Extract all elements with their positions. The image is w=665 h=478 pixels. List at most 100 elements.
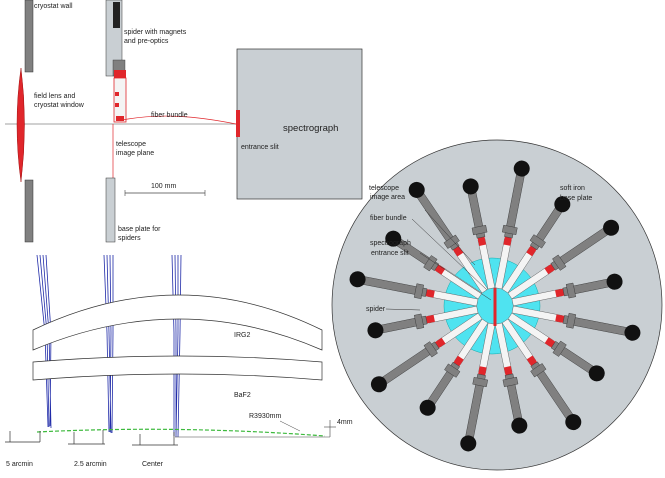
telescope-image-area xyxy=(443,257,541,355)
spider-lens xyxy=(477,236,487,246)
spider-arm xyxy=(507,312,605,382)
spider-clamp xyxy=(552,340,567,357)
spider-arm xyxy=(501,318,582,431)
spider-clamp xyxy=(423,255,438,272)
label-base-plate: base plate for xyxy=(118,226,161,233)
label-cryostat-wall: cryostat wall xyxy=(34,3,73,10)
spider-lens xyxy=(452,246,464,257)
label-cryostat-window: cryostat window xyxy=(34,102,85,109)
spider-arm xyxy=(460,322,496,452)
label-irg2: IRG2 xyxy=(234,332,250,339)
label-fiber-bundle-disk: fiber bundle xyxy=(370,215,407,222)
label-field-25: 2.5 arcmin xyxy=(74,461,107,468)
spider-lens xyxy=(425,314,435,324)
spider-arm xyxy=(462,178,496,290)
spider-arm xyxy=(408,181,489,294)
spider-lens xyxy=(555,314,565,323)
focal-surface xyxy=(36,428,326,437)
spider-arm xyxy=(385,230,483,300)
spider-lens xyxy=(453,355,464,367)
label-spectrograph: spectrograph xyxy=(283,123,338,134)
label-image-plane: image plane xyxy=(116,150,154,157)
field-lens xyxy=(16,67,25,183)
spider-clamp xyxy=(472,377,488,388)
fiber-bundle xyxy=(121,115,237,125)
ray-fans xyxy=(36,254,182,438)
spider-clamp xyxy=(413,313,425,330)
pre-optics-lens-1 xyxy=(115,92,119,96)
spider-arm xyxy=(349,271,479,307)
spider-magnet xyxy=(554,196,571,213)
spiders xyxy=(349,160,641,452)
spider-lens xyxy=(434,264,446,275)
spider-arm xyxy=(511,305,641,341)
spider-magnet xyxy=(588,365,605,382)
spider-magnet xyxy=(603,219,620,236)
spider-lens xyxy=(526,355,538,366)
label-baf2: BaF2 xyxy=(234,392,251,399)
spider-clamp xyxy=(530,363,547,378)
spider-arm xyxy=(501,196,571,294)
label-spider-magnets: spider with magnets xyxy=(124,29,187,36)
spectrograph-box xyxy=(236,48,363,200)
spider-magnet xyxy=(513,160,530,177)
spider-magnet xyxy=(511,417,528,434)
label-field-5: 5 arcmin xyxy=(6,461,33,468)
spider-clamp xyxy=(552,254,567,271)
field-markers xyxy=(5,430,178,446)
spider-clamp xyxy=(502,224,518,235)
spider-arm xyxy=(419,318,489,416)
lens-baf2 xyxy=(32,355,323,381)
label-telescope-area: telescope xyxy=(369,185,399,192)
side-view-panel: cryostat wall spider with magnets and pr… xyxy=(5,0,363,243)
spider-clamp xyxy=(444,363,461,378)
spider-magnet xyxy=(624,324,641,341)
label-entrance-slit: entrance slit xyxy=(241,144,279,151)
spider-magnet xyxy=(606,273,623,290)
spider-magnet xyxy=(349,271,366,288)
label-telescope: telescope xyxy=(116,141,146,148)
label-scale-bar: 100 mm xyxy=(151,183,176,190)
label-soft-iron: soft iron xyxy=(560,185,585,192)
label-spider-preoptics: and pre-optics xyxy=(124,38,169,45)
spider-arm xyxy=(494,160,530,290)
spider-clamp xyxy=(502,376,519,388)
pre-optics-body xyxy=(113,77,127,123)
label-radius: R3930mm xyxy=(249,413,281,420)
spider-arm xyxy=(507,219,620,300)
label-sag: 4mm xyxy=(337,419,353,426)
spider-lens xyxy=(526,245,537,257)
spider-arm xyxy=(370,312,483,393)
spider-magnet xyxy=(370,376,387,393)
spider-clamp xyxy=(423,341,438,358)
cryostat-wall-lower xyxy=(24,179,34,243)
disk-panel: telescope image area fiber bundle spectr… xyxy=(331,139,663,471)
spider-lens xyxy=(555,288,565,298)
spider-lens xyxy=(425,289,435,298)
label-fiber-bundle: fiber bundle xyxy=(151,112,188,119)
label-spectrograph-disk: spectrograph xyxy=(370,240,411,247)
spider-lens xyxy=(478,366,487,376)
lens-panel: IRG2 BaF2 R3930mm 4mm 5 arcmin 2.5 arcmi… xyxy=(5,254,353,468)
spider-magnet xyxy=(462,178,479,195)
pre-optics-lens-3 xyxy=(116,116,124,121)
spider-clamp xyxy=(566,313,577,329)
spider-lens xyxy=(544,337,556,348)
spider-clamp xyxy=(565,282,577,299)
pre-optics-lens-2 xyxy=(115,103,119,107)
spider-lens xyxy=(503,366,513,376)
spider-arm xyxy=(367,305,479,339)
spider-clamp xyxy=(443,234,460,249)
label-image-area: image area xyxy=(370,194,405,201)
base-plate xyxy=(105,177,116,243)
spider-arm xyxy=(494,322,528,434)
spider-magnet xyxy=(419,399,436,416)
spider-lens xyxy=(503,236,512,246)
label-field-lens: field lens and xyxy=(34,93,75,100)
lens-irg2 xyxy=(32,294,323,351)
label-entrance-slit-disk: entrance slit xyxy=(371,250,409,257)
spider-clamp xyxy=(471,224,488,236)
spider-magnet xyxy=(367,322,384,339)
spider-clamp xyxy=(529,234,546,249)
label-base-plate-disk: base plate xyxy=(560,195,592,202)
